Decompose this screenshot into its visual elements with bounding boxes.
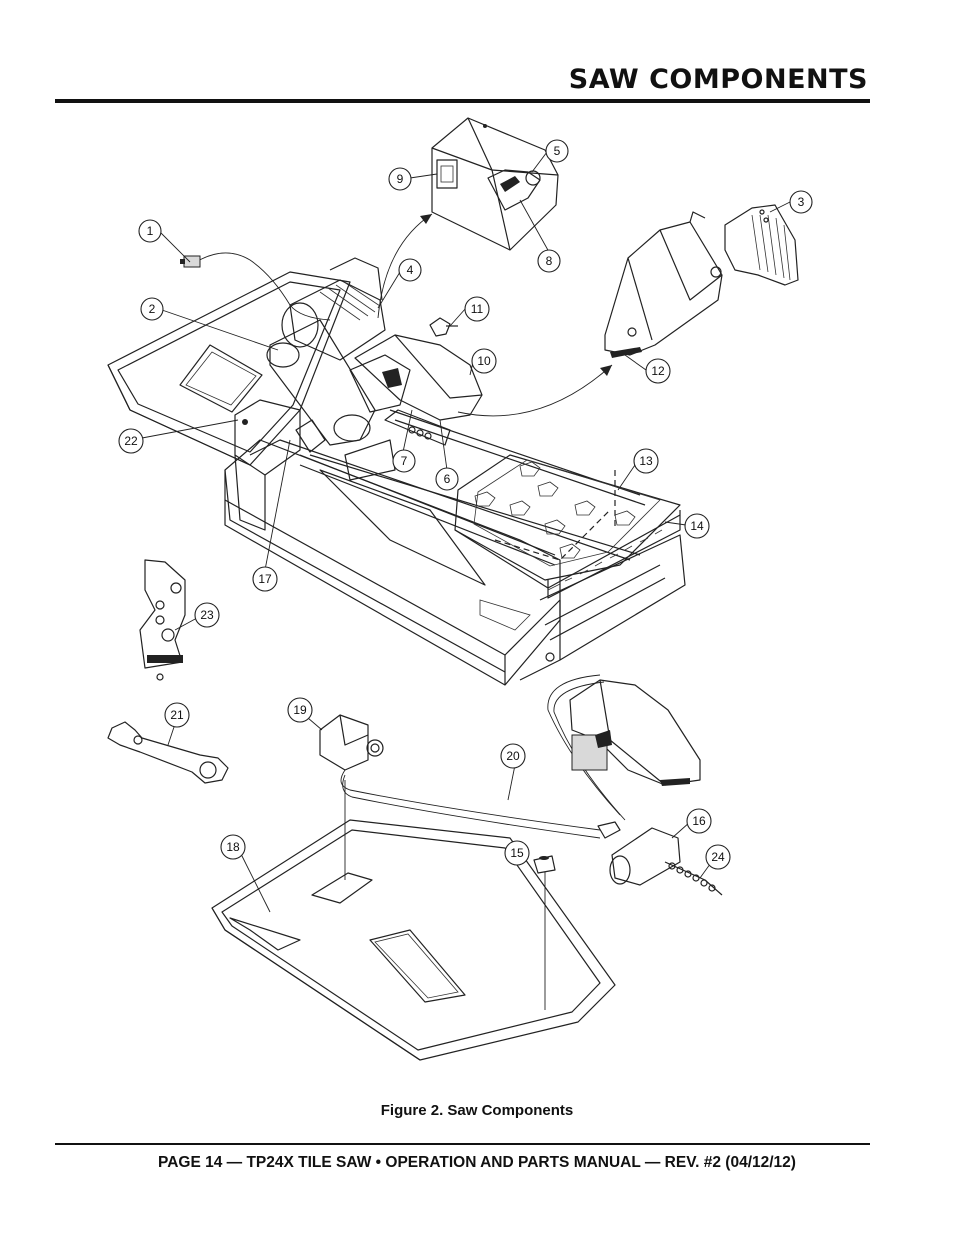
callout-2: 2 xyxy=(140,297,164,321)
svg-text:4: 4 xyxy=(407,263,414,277)
callout-9: 9 xyxy=(388,167,412,191)
callout-23: 23 xyxy=(194,602,220,628)
side-guard-drawing xyxy=(569,679,701,786)
callout-5: 5 xyxy=(545,139,569,163)
header-rule xyxy=(55,99,870,103)
svg-text:9: 9 xyxy=(397,172,404,186)
callout-3: 3 xyxy=(789,190,813,214)
callout-21: 21 xyxy=(164,702,190,728)
callout-4: 4 xyxy=(398,258,422,282)
svg-text:2: 2 xyxy=(149,302,156,316)
callout-20: 20 xyxy=(500,743,526,769)
svg-text:12: 12 xyxy=(651,364,665,378)
callout-12: 12 xyxy=(645,358,671,384)
pump-hose-drawing xyxy=(319,674,626,839)
bracket-drawing xyxy=(139,559,186,681)
switch-box-drawing xyxy=(431,117,559,251)
svg-text:13: 13 xyxy=(639,454,653,468)
blade-guard-drawing xyxy=(604,211,723,358)
callout-18: 18 xyxy=(220,834,246,860)
svg-text:22: 22 xyxy=(124,434,138,448)
svg-text:16: 16 xyxy=(692,814,706,828)
callout-14: 14 xyxy=(684,513,710,539)
callout-11: 11 xyxy=(464,296,490,322)
svg-text:1: 1 xyxy=(147,224,154,238)
footer-rule xyxy=(55,1143,870,1145)
callout-10: 10 xyxy=(471,348,497,374)
svg-text:18: 18 xyxy=(226,840,240,854)
figure-caption: Figure 2. Saw Components xyxy=(380,1102,574,1119)
callout-15: 15 xyxy=(504,840,530,866)
svg-text:14: 14 xyxy=(690,519,704,533)
splash-guard-drawing xyxy=(724,204,799,286)
svg-text:10: 10 xyxy=(477,354,491,368)
svg-text:23: 23 xyxy=(200,608,214,622)
svg-text:19: 19 xyxy=(293,703,307,717)
svg-text:8: 8 xyxy=(546,254,553,268)
svg-text:24: 24 xyxy=(711,850,725,864)
rails-drawing xyxy=(299,409,646,566)
cutting-table-drawing xyxy=(454,454,681,599)
svg-text:5: 5 xyxy=(554,144,561,158)
callout-8: 8 xyxy=(537,249,561,273)
svg-text:3: 3 xyxy=(798,195,805,209)
svg-text:7: 7 xyxy=(401,454,408,468)
svg-text:15: 15 xyxy=(510,846,524,860)
bottom-tray-drawing xyxy=(211,819,616,1061)
callout-7: 7 xyxy=(392,449,416,473)
callout-1: 1 xyxy=(138,219,162,243)
page-footer: PAGE 14 — TP24X TILE SAW • OPERATION AND… xyxy=(158,1154,796,1171)
callout-16: 16 xyxy=(686,808,712,834)
svg-text:6: 6 xyxy=(444,472,451,486)
callout-22: 22 xyxy=(118,428,144,454)
svg-text:11: 11 xyxy=(471,302,484,316)
page-title: SAW COMPONENTS xyxy=(568,64,868,95)
callout-13: 13 xyxy=(633,448,659,474)
svg-text:20: 20 xyxy=(506,749,520,763)
svg-text:17: 17 xyxy=(258,572,272,586)
leader-lines xyxy=(141,151,791,1010)
callout-6: 6 xyxy=(435,467,459,491)
wrench-drawing xyxy=(107,721,229,784)
callout-24: 24 xyxy=(705,844,731,870)
motor-arm-drawing xyxy=(234,257,483,531)
fitting-drawing xyxy=(533,827,723,896)
svg-text:21: 21 xyxy=(170,708,184,722)
callout-17: 17 xyxy=(252,566,278,592)
callout-19: 19 xyxy=(287,697,313,723)
power-cord-drawing xyxy=(180,252,331,321)
